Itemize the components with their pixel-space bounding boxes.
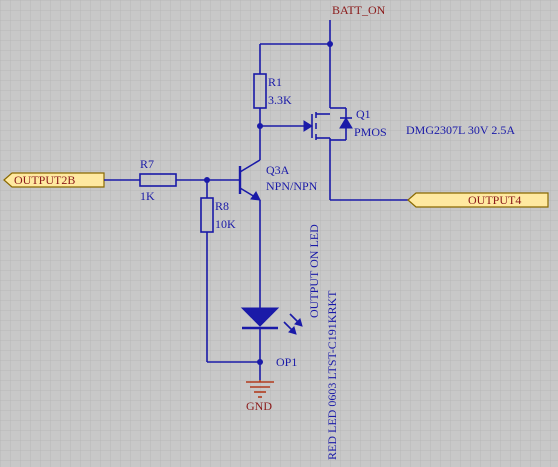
batt-on-net[interactable]: BATT_ON [329, 3, 386, 44]
resistor-r8[interactable]: R8 10K [200, 180, 260, 363]
output4-label: OUTPUT4 [468, 193, 521, 207]
q1-type: PMOS [354, 125, 387, 139]
q1-ref: Q1 [356, 107, 371, 121]
op1-desc2: RED LED 0603 LTST-C191KRKT [325, 290, 339, 460]
top-rail-wire[interactable] [260, 41, 333, 108]
r8-value: 10K [215, 217, 236, 231]
q1-part: DMG2307L 30V 2.5A [406, 123, 515, 137]
r1-value: 3.3K [268, 93, 292, 107]
q3a-ref: Q3A [266, 163, 290, 177]
r8-ref: R8 [215, 199, 229, 213]
resistor-r1[interactable]: R1 3.3K [253, 44, 292, 160]
ground-symbol[interactable]: GND [246, 380, 274, 413]
resistor-r7[interactable]: R7 1K [139, 157, 240, 203]
r1-ref: R1 [268, 75, 282, 89]
r7-ref: R7 [140, 157, 154, 171]
output2b-label: OUTPUT2B [14, 173, 75, 187]
transistor-q3a[interactable]: Q3A NPN/NPN [238, 159, 318, 201]
mosfet-q1[interactable]: Q1 PMOS DMG2307L 30V 2.5A [260, 107, 515, 200]
r7-value: 1K [140, 189, 155, 203]
q3a-type: NPN/NPN [266, 179, 318, 193]
output2b-port[interactable]: OUTPUT2B [3, 172, 140, 188]
output4-port[interactable]: OUTPUT4 [330, 192, 549, 208]
batt-on-label: BATT_ON [332, 3, 386, 17]
op1-desc1: OUTPUT ON LED [307, 224, 321, 318]
op1-ref: OP1 [276, 355, 297, 369]
gnd-label: GND [246, 399, 272, 413]
led-op1[interactable]: OP1 OUTPUT ON LED RED LED 0603 LTST-C191… [240, 200, 339, 460]
